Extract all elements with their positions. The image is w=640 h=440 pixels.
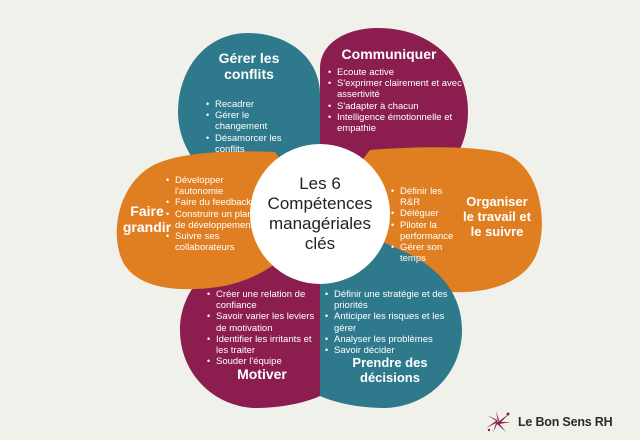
brand-name: Le Bon Sens RH [518, 415, 613, 429]
petal-communicate-list: Ecoute active S'exprimer clairement et a… [327, 67, 463, 134]
list-item: Désamorcer les conflits [205, 133, 303, 155]
petal-communicate-title: Communiquer [341, 46, 437, 62]
petal-decide-title: Prendre des décisions [352, 355, 428, 385]
list-item: Gérer son temps [390, 242, 462, 264]
list-item: Souder l'équipe [206, 356, 318, 367]
list-item: Ecoute active [327, 67, 463, 78]
petal-organize-list: Définir les R&R Déléguer Piloter la perf… [390, 186, 462, 264]
list-item: Construire un plan de développement [165, 209, 255, 231]
list-item: Suivre ses collaborateurs [165, 231, 255, 253]
list-item: Anticiper les risques et les gérer [324, 311, 452, 333]
list-item: S'adapter à chacun [327, 101, 463, 112]
list-item: Intelligence émotionnelle et empathie [327, 112, 463, 134]
petal-grow-title: Faire grandir [122, 203, 172, 236]
list-item: Déléguer [390, 208, 462, 219]
petal-motivate-list: Créer une relation de confiance Savoir v… [206, 289, 318, 367]
list-item: Créer une relation de confiance [206, 289, 318, 311]
list-item: Développer l'autonomie [165, 175, 255, 197]
petal-motivate-title: Motiver [237, 366, 287, 382]
petal-organize-title: Organiser le travail et le suivre [463, 194, 531, 239]
brand: Le Bon Sens RH [484, 410, 613, 434]
list-item: Définir les R&R [390, 186, 462, 208]
list-item: Analyser les problèmes [324, 334, 452, 345]
list-item: Savoir décider [324, 345, 452, 356]
petal-conflicts-title: Gérer les conflits [218, 50, 280, 83]
petal-grow-list: Développer l'autonomie Faire du feedback… [165, 175, 255, 253]
list-item: Recadrer [205, 99, 303, 110]
list-item: Savoir varier les leviers de motivation [206, 311, 318, 333]
list-item: S'exprimer clairement et avec assertivit… [327, 78, 463, 100]
center-title: Les 6 Compétences managériales clés [267, 173, 373, 254]
list-item: Définir une stratégie et des priorités [324, 289, 452, 311]
list-item: Piloter la performance [390, 220, 462, 242]
petal-conflicts-list: Recadrer Gérer le changement Désamorcer … [205, 99, 303, 155]
petal-decide-list: Définir une stratégie et des priorités A… [324, 289, 452, 356]
list-item: Faire du feedback [165, 197, 255, 208]
list-item: Gérer le changement [205, 110, 303, 132]
star-burst-icon [486, 411, 511, 433]
list-item: Identifier les irritants et les traiter [206, 334, 318, 356]
center-circle: Les 6 Compétences managériales clés [253, 147, 387, 281]
